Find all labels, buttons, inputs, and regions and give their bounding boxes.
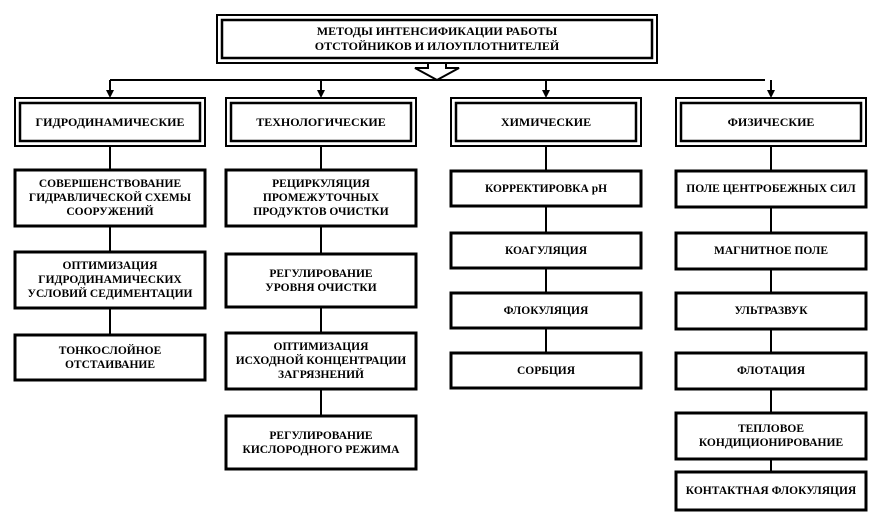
category-1-item-1-bg xyxy=(15,170,205,226)
category-1-item-3-label: ТОНКОСЛОЙНОЕ ОТСТАИВАНИЕ xyxy=(58,344,162,371)
category-4-item-4-box xyxy=(674,351,868,391)
category-4-item-2-bg xyxy=(676,233,866,269)
category-4-item-6-label: КОНТАКТНАЯ ФЛОКУЛЯЦИЯ xyxy=(685,485,857,497)
category-4-item-6-bg xyxy=(676,472,866,510)
category-2-item-1-bg xyxy=(226,170,416,226)
category-2-box-inner-frame xyxy=(229,101,413,143)
category-2-item-3-bg xyxy=(226,333,416,389)
category-4-arrowhead-icon xyxy=(767,90,775,98)
category-4-item-2-label: МАГНИТНОЕ ПОЛЕ xyxy=(713,245,829,257)
category-4-item-3-bg xyxy=(676,293,866,329)
category-3-item-3-bg xyxy=(451,293,641,328)
category-3-item-1-label: КОРРЕКТИРОВКА pH xyxy=(484,182,608,195)
category-4-item-1-box xyxy=(674,169,868,209)
category-2-item-2-label: РЕГУЛИРОВАНИЕ УРОВНЯ ОЧИСТКИ xyxy=(265,267,377,294)
category-1-item-1-label: СОВЕРШЕНСТВОВАНИЕ ГИДРАВЛИЧЕСКОЙ СХЕМЫ С… xyxy=(28,178,192,218)
category-4-item-5-label: ТЕПЛОВОЕ КОНДИЦИОНИРОВАНИЕ xyxy=(698,423,844,449)
category-2-item-4-bg xyxy=(226,416,416,469)
category-3-item-2-bg xyxy=(451,233,641,268)
category-3-item-4-bg xyxy=(451,353,641,388)
category-2-item-2-box xyxy=(224,252,418,309)
category-3-item-3-label: ФЛОКУЛЯЦИЯ xyxy=(503,304,589,317)
category-4-item-4-label: ФЛОТАЦИЯ xyxy=(736,365,806,377)
category-4-item-2-box xyxy=(674,231,868,271)
category-3-title: ХИМИЧЕСКИЕ xyxy=(500,115,592,129)
root-box-inner-frame xyxy=(220,18,654,60)
category-3-item-4-box xyxy=(449,351,643,390)
category-2-item-3-box xyxy=(224,331,418,391)
category-3-item-2-box xyxy=(449,231,643,270)
category-1-item-1-box xyxy=(13,168,207,228)
down-arrow-icon xyxy=(414,62,460,82)
category-4-item-6-box xyxy=(674,470,868,512)
category-4-item-4-bg xyxy=(676,353,866,389)
category-3-item-3-box xyxy=(449,291,643,330)
category-4-item-3-box xyxy=(674,291,868,331)
category-2-item-4-label: РЕГУЛИРОВАНИЕ КИСЛОРОДНОГО РЕЖИМА xyxy=(242,429,400,456)
category-1-item-3-bg xyxy=(15,335,205,380)
category-1-arrowhead-icon xyxy=(106,90,114,98)
category-1-item-3-box xyxy=(13,333,207,382)
category-2-item-3-label: ОПТИМИЗАЦИЯ ИСХОДНОЙ КОНЦЕНТРАЦИИ ЗАГРЯЗ… xyxy=(235,341,407,381)
category-4-box-inner-frame xyxy=(679,101,863,143)
category-2-title: ТЕХНОЛОГИЧЕСКИЕ xyxy=(256,115,386,129)
category-1-item-2-box xyxy=(13,250,207,310)
category-2-arrowhead-icon xyxy=(317,90,325,98)
category-3-item-1-bg xyxy=(451,171,641,206)
category-1-item-2-label: ОПТИМИЗАЦИЯ ГИДРОДИНАМИЧЕСКИХ УСЛОВИЙ СЕ… xyxy=(27,260,193,300)
category-4-item-1-bg xyxy=(676,171,866,207)
category-3-box-inner-frame xyxy=(454,101,638,143)
category-2-item-1-label: РЕЦИРКУЛЯЦИЯ ПРОМЕЖУТОЧНЫХ ПРОДУКТОВ ОЧИ… xyxy=(253,178,389,218)
category-2-item-4-box xyxy=(224,414,418,471)
category-1-box-inner-frame xyxy=(18,101,202,143)
category-2-item-1-box xyxy=(224,168,418,228)
category-3-item-4-label: СОРБЦИЯ xyxy=(516,364,576,377)
category-3-item-2-label: КОАГУЛЯЦИЯ xyxy=(504,244,588,257)
category-2-item-2-bg xyxy=(226,254,416,307)
category-1-item-2-bg xyxy=(15,252,205,308)
root-title: МЕТОДЫ ИНТЕНСИФИКАЦИИ РАБОТЫ ОТСТОЙНИКОВ… xyxy=(314,24,560,53)
category-4-title: ФИЗИЧЕСКИЕ xyxy=(727,115,815,129)
category-4-item-3-label: УЛЬТРАЗВУК xyxy=(734,305,808,317)
category-1-title: ГИДРОДИНАМИЧЕСКИЕ xyxy=(35,115,185,129)
category-4-item-5-box xyxy=(674,411,868,461)
category-3-item-1-box xyxy=(449,169,643,208)
category-4-item-5-bg xyxy=(676,413,866,459)
category-3-arrowhead-icon xyxy=(542,90,550,98)
category-4-item-1-label: ПОЛЕ ЦЕНТРОБЕЖНЫХ СИЛ xyxy=(686,183,856,195)
